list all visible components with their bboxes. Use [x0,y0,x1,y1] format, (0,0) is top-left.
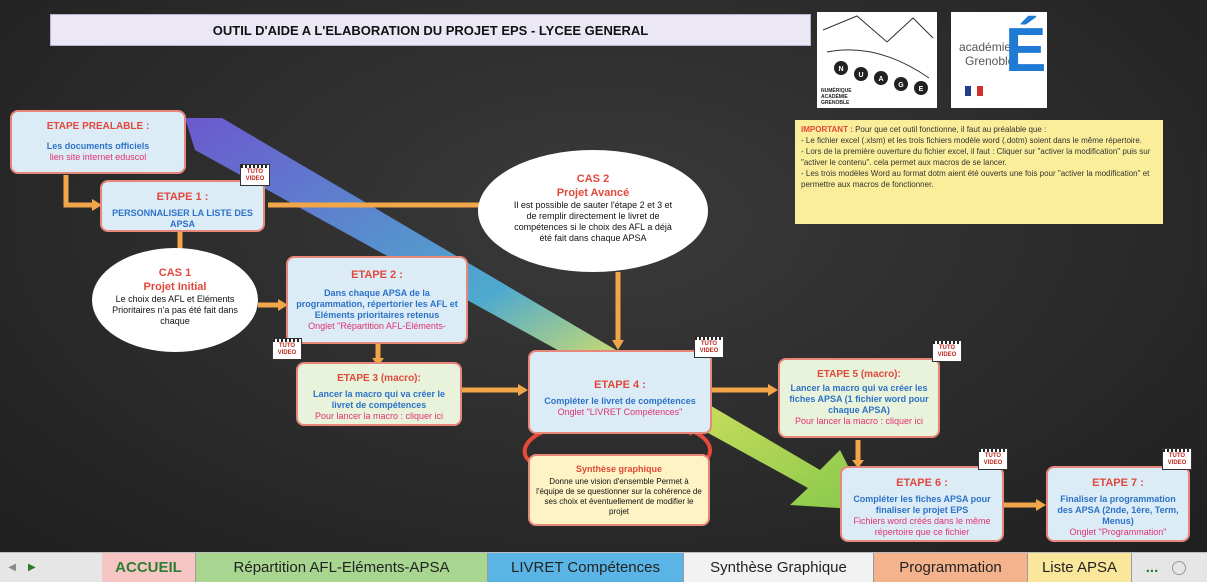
academie-text: académie [959,40,1012,54]
synthese-text: Donne une vision d'ensemble Permet à l'é… [536,477,702,516]
etape5-text: Lancer la macro qui va créer les fiches … [789,383,929,415]
cas1-title: CAS 1 [158,267,192,279]
add-sheet-icon[interactable] [1172,553,1190,582]
important-line: - Le fichier excel (.xlsm) et les trois … [801,136,1143,145]
tab-repartition[interactable]: Répartition AFL-Eléments-APSA [196,553,488,582]
etape2-onglet-link[interactable]: Onglet "Répartition AFL-Eléments- [308,321,446,331]
eduscol-link[interactable]: lien site internet eduscol [49,152,147,162]
cas2-ellipse: CAS 2 Projet Avancé Il est possible de s… [478,150,708,272]
cas1-text: Le choix des AFL et Eléments Prioritaire… [112,294,238,326]
etape7-text: Finaliser la programmation des APSA (2nd… [1057,494,1179,526]
etape3-macro-link[interactable]: Pour lancer la macro : cliquer ici [314,411,444,421]
sheet-tab-bar: ◀ ▶ ACCUEIL Répartition AFL-Eléments-APS… [0,552,1207,582]
canvas: OUTIL D'AIDE A L'ELABORATION DU PROJET E… [0,0,1207,552]
etape3-box[interactable]: ETAPE 3 (macro): Lancer la macro qui va … [296,362,462,426]
etape3-text: Lancer la macro qui va créer le livret d… [312,389,446,410]
documents-officiels-link[interactable]: Les documents officiels [46,141,150,151]
tab-synthese[interactable]: Synthèse Graphique [684,553,874,582]
etape6-text: Compléter les fiches APSA pour finaliser… [853,494,991,515]
etape-prealable-box[interactable]: ETAPE PREALABLE : Les documents officiel… [10,110,186,174]
nuage-caption: NUMÉRIQUE [821,86,852,94]
flag-icon [965,86,983,96]
scroll-left-icon[interactable]: ◀ [8,562,16,573]
cas2-title: CAS 2 [576,173,610,185]
tab-programmation[interactable]: Programmation [874,553,1028,582]
cas2-subtitle: Projet Avancé [556,187,630,199]
nuage-letter: U [858,72,863,79]
important-lead: IMPORTANT : [801,125,853,134]
etape2-box[interactable]: ETAPE 2 : Dans chaque APSA de la program… [286,256,468,344]
nuage-letter: E [919,86,924,93]
tab-more[interactable]: ... [1145,559,1159,576]
etape6-box[interactable]: ETAPE 6 : Compléter les fiches APSA pour… [840,466,1004,542]
nuage-letter: G [898,82,904,89]
etape1-title: ETAPE 1 : [156,191,209,203]
etape1-box[interactable]: ETAPE 1 : PERSONNALISER LA LISTE DES APS… [100,180,265,232]
tab-nav: ◀ ▶ [0,553,44,582]
academie-city: Grenoble [965,54,1015,68]
etape6-note: Fichiers word créés dans le même réperto… [853,516,991,537]
page-title: OUTIL D'AIDE A L'ELABORATION DU PROJET E… [50,14,811,46]
important-lead-rest: Pour que cet outil fonctionne, il faut a… [852,125,1047,134]
important-line: - Lors de la première ouverture du fichi… [801,147,1151,167]
synthese-box[interactable]: Synthèse graphique Donne une vision d'en… [528,454,710,526]
etape-prealable-title: ETAPE PREALABLE : [46,121,150,132]
etape4-box[interactable]: ETAPE 4 : Compléter le livret de compéte… [528,350,712,434]
etape2-text: Dans chaque APSA de la programmation, ré… [296,288,458,320]
important-note: IMPORTANT : Pour que cet outil fonctionn… [795,120,1163,224]
nuage-letter: A [878,76,883,83]
nuage-logo: N U A G E NUMÉRIQUE ACADÉMIE GRENOBLE [817,12,937,108]
etape5-title: ETAPE 5 (macro): [817,369,901,380]
etape7-box[interactable]: ETAPE 7 : Finaliser la programmation des… [1046,466,1190,542]
academie-letter: É [1005,16,1047,85]
etape5-macro-link[interactable]: Pour lancer la macro : cliquer ici [794,416,924,426]
academie-logo: académie Grenoble É [951,12,1047,108]
etape4-title: ETAPE 4 : [594,379,646,391]
cas2-text: Il est possible de sauter l'étape 2 et 3… [513,200,673,243]
nuage-caption: GRENOBLE [821,100,850,106]
etape5-box[interactable]: ETAPE 5 (macro): Lancer la macro qui va … [778,358,940,438]
scroll-right-icon[interactable]: ▶ [28,562,36,573]
tab-liste-apsa[interactable]: Liste APSA [1028,553,1132,582]
nuage-caption: ACADÉMIE [821,92,848,100]
cas1-ellipse: CAS 1 Projet Initial Le choix des AFL et… [92,248,258,352]
etape1-text: PERSONNALISER LA LISTE DES APSA [112,208,253,229]
nuage-letter: N [838,66,843,73]
etape4-text: Compléter le livret de compétences [544,396,696,406]
tab-accueil[interactable]: ACCUEIL [102,553,196,582]
etape4-onglet-link[interactable]: Onglet "LIVRET Compétences" [557,407,683,417]
etape7-onglet-link[interactable]: Onglet "Programmation" [1069,527,1167,537]
synthese-title: Synthèse graphique [575,464,663,474]
etape6-title: ETAPE 6 : [896,477,948,489]
etape2-title: ETAPE 2 : [351,269,403,281]
tab-spacer [44,553,102,582]
cas1-subtitle: Projet Initial [143,281,207,293]
tab-livret[interactable]: LIVRET Compétences [488,553,684,582]
etape3-title: ETAPE 3 (macro): [337,373,421,384]
orange-connectors [63,175,1036,508]
important-line: - Les trois modèles Word au format dotm … [801,169,1150,189]
etape7-title: ETAPE 7 : [1092,477,1144,489]
